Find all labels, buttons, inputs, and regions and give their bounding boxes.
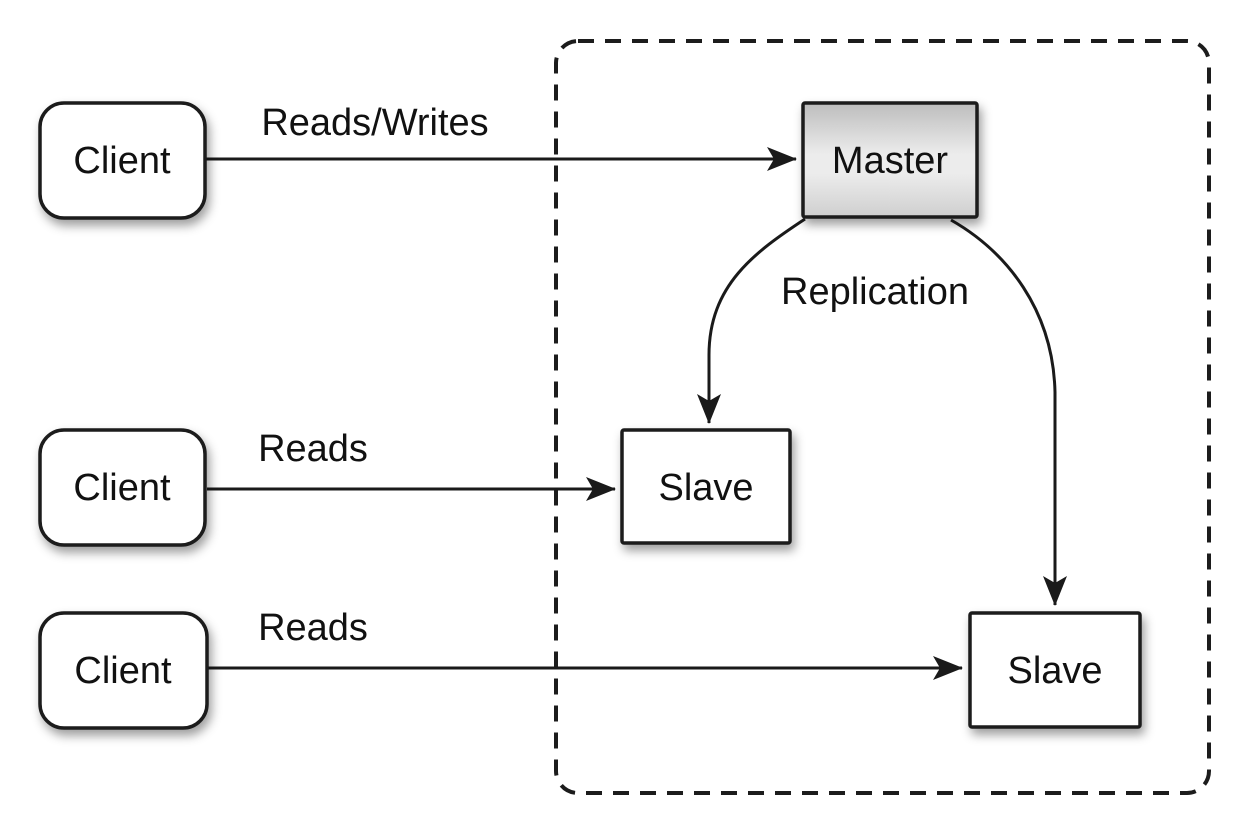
node-slave-1: Slave [620,428,792,545]
master-label: Master [832,140,948,182]
slave-1-label: Slave [658,467,753,509]
node-client-2: Client [38,428,207,547]
client-2-label: Client [73,467,171,509]
arrow-master-to-slave2 [950,218,1067,606]
client-1-box [38,101,207,220]
client-2-box [38,428,207,547]
edge-label-reads-1: Reads [258,428,368,470]
client-1-label: Client [73,140,171,182]
edge-label-replication: Replication [781,271,969,313]
slave-1-box [620,428,792,545]
node-client-3: Client [38,611,209,730]
client-3-label: Client [74,650,172,692]
master-box [801,101,979,219]
node-client-1: Client [38,101,207,220]
slave-2-box [968,611,1142,729]
client-3-box [38,611,209,730]
node-slave-2: Slave [968,611,1142,729]
arrow-master-to-slave1 [697,217,806,424]
edge-label-reads-writes: Reads/Writes [261,102,488,144]
edge-label-reads-2: Reads [258,607,368,649]
replication-boundary [554,39,1211,795]
slave-2-label: Slave [1007,650,1102,692]
node-master: Master [801,101,979,219]
